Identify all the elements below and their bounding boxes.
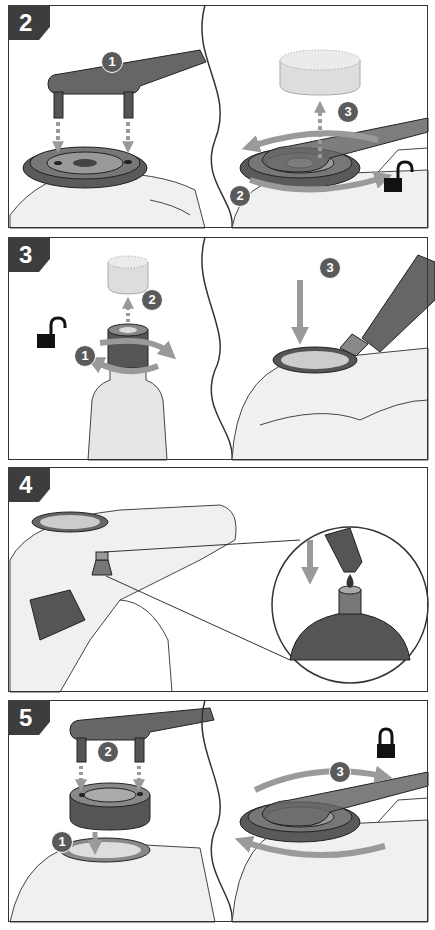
- spanner-pin: [54, 92, 63, 118]
- turn-arrow: [96, 362, 158, 371]
- turn-arrow: [245, 842, 385, 855]
- pin-spanner: [70, 708, 214, 740]
- turn-arrow: [255, 771, 382, 790]
- callout-number: 3: [319, 257, 341, 279]
- lock-open-shackle: [398, 162, 412, 178]
- collar-top: [108, 324, 148, 336]
- step-number: 2: [8, 5, 50, 40]
- detail-circle: [272, 527, 428, 683]
- lock-open-body: [384, 178, 402, 192]
- step-number: 5: [8, 700, 50, 735]
- turn-arrow: [250, 178, 382, 190]
- down-arrow: [56, 122, 60, 146]
- grease-drop: [347, 574, 354, 588]
- pin-hole: [79, 793, 85, 797]
- body-edge: [260, 414, 360, 425]
- collar-opening: [119, 327, 137, 333]
- flange-center: [73, 159, 97, 167]
- step-panel: 2: [8, 5, 428, 228]
- pin-hole: [137, 792, 143, 796]
- up-arrow: [126, 304, 130, 322]
- nipple-base: [290, 612, 410, 660]
- turn-arrow: [252, 133, 378, 146]
- spanner-pin: [77, 738, 86, 762]
- down-arrow: [297, 280, 303, 334]
- flange: [23, 148, 147, 188]
- down-arrow: [307, 540, 313, 574]
- spanner-pin: [124, 92, 133, 118]
- callout-number: 1: [74, 345, 96, 367]
- step-number: 4: [8, 467, 50, 502]
- machine-body: [232, 348, 428, 460]
- callout-number: 3: [337, 101, 359, 123]
- grease-opening: [273, 347, 357, 373]
- grease-opening-inner: [281, 351, 349, 369]
- cap-top: [108, 256, 148, 268]
- body-edge: [150, 200, 190, 215]
- machine-body: [10, 505, 236, 692]
- flange-ring: [47, 152, 123, 174]
- pin-spanner: [48, 50, 206, 94]
- callout-number: 2: [141, 289, 163, 311]
- grease-opening-inner: [40, 515, 100, 529]
- grease-tube: [362, 255, 435, 352]
- grease-opening: [32, 512, 108, 532]
- break-line: [202, 5, 232, 228]
- pin-hole: [54, 161, 62, 165]
- callout-number: 3: [329, 761, 351, 783]
- flange-seat: [60, 838, 150, 862]
- callout-number: 2: [229, 185, 251, 207]
- body-edge: [378, 148, 428, 172]
- down-arrow: [137, 766, 141, 784]
- body-edge: [360, 400, 428, 420]
- callout-number: 2: [97, 741, 119, 763]
- step-panel: 5: [8, 700, 428, 922]
- machine-body: [10, 842, 215, 922]
- flange-top: [30, 147, 140, 179]
- callout-number: 1: [101, 51, 123, 73]
- lock-open-body: [37, 334, 55, 348]
- spanner-pin: [135, 738, 144, 762]
- grease-nipple: [92, 560, 112, 575]
- step-panel: 4: [8, 467, 428, 692]
- tube-nozzle: [325, 528, 362, 572]
- flange-ring: [84, 788, 136, 802]
- step-number: 3: [8, 237, 50, 272]
- cap-top: [280, 50, 360, 70]
- tube-nozzle: [340, 334, 368, 356]
- leader-line: [106, 576, 290, 660]
- lock-open-shackle: [51, 318, 65, 334]
- pin-spanner: [262, 118, 428, 172]
- break-line: [202, 237, 232, 460]
- callout-number: 1: [51, 831, 73, 853]
- step-panel: 3: [8, 237, 428, 460]
- flange-top: [70, 783, 150, 807]
- lock-closed-body: [377, 744, 395, 758]
- handle-tube: [88, 365, 167, 460]
- down-arrow: [79, 766, 83, 784]
- lock-closed-shackle: [380, 729, 392, 744]
- down-arrow: [126, 122, 130, 146]
- handle-edge: [120, 600, 172, 692]
- flange-seat-inner: [69, 842, 141, 858]
- break-line: [202, 700, 232, 922]
- leader-line: [104, 540, 300, 552]
- down-arrow: [93, 832, 98, 846]
- switch: [30, 590, 85, 640]
- body-edge: [378, 798, 428, 822]
- pin-hole: [124, 160, 132, 164]
- nipple-head: [96, 552, 108, 560]
- turn-arrow: [100, 341, 168, 352]
